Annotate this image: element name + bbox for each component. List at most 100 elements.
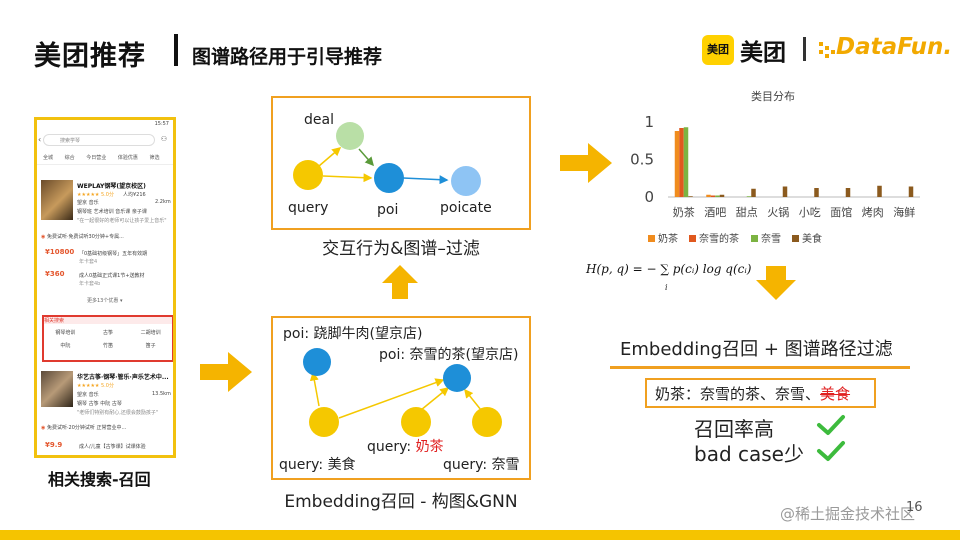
stat-recall-high: 召回率高 [694,417,774,441]
legend-label: 美食 [802,232,822,245]
poi-node-beef [303,348,331,376]
shop-rating: ★★★★★ 5.0分 [77,383,114,389]
deal-item[interactable]: ◉ 免费试听·20分钟试听 正常营业中... [41,425,127,431]
more-deals-link[interactable]: 更多13个优惠 ▾ [87,298,123,304]
chart-title: 类目分布 [751,90,795,103]
shop-area: 望京 音乐 [77,200,99,206]
shop-quote: "在一起很好的老师可以让孩子爱上音乐" [77,218,167,224]
tab-all-city[interactable]: 全城 [43,155,54,161]
y-tick-label: 1 [644,113,654,131]
query-food-label: query: 美食 [279,457,356,473]
tab-filter[interactable]: 筛选 [149,155,160,161]
deal-subtext: 年卡套4 [79,259,98,265]
related-chip[interactable]: 钢琴培训 [55,330,76,336]
status-time: 15:57 [154,121,169,127]
result-text: 奶茶：奈雪的茶、奈雪、 [655,385,821,403]
query-node-naixue [472,407,502,437]
poi-label: poi [377,202,399,218]
x-tick-label: 烤肉 [862,205,884,219]
bar [814,188,819,197]
legend-swatch [689,235,696,242]
query-label: query [288,200,329,216]
bar [782,186,788,197]
title-underline [610,366,910,369]
x-tick-label: 酒吧 [704,206,726,219]
poicate-label: poicate [440,200,492,216]
related-chip[interactable]: 竹笛 [102,343,113,349]
category-distribution-chart: 10.50奶茶酒吧甜点火锅小吃面馆烤肉海鲜奶茶奈雪的茶奈雪美食 [630,113,920,245]
x-tick-label: 面馆 [830,205,852,219]
deal-subtext: 年卡套4b [79,281,101,287]
bar [845,188,851,197]
bar [674,131,680,197]
related-chip[interactable]: 古筝 [102,330,113,336]
query-node-milk-tea [401,407,431,437]
shop-image[interactable] [41,371,73,407]
meituan-logo-text: 美团 [740,40,786,66]
datafun-logo-text: DataFun. [836,34,953,60]
arrow-right-icon [200,352,252,392]
formula-subscript: i [665,283,668,292]
graph-filter-caption: 交互行为&图谱–过滤 [322,239,480,259]
datafun-dots-icon [819,42,835,58]
legend-swatch [751,235,758,242]
legend-label: 奈雪的茶 [699,232,739,245]
query-naixue-label: query: 奈雪 [443,457,520,473]
tab-open-today[interactable]: 今日营业 [86,155,107,161]
page-title: 美团推荐 [34,41,146,72]
bar [706,194,711,197]
tab-experience[interactable]: 体验优惠 [117,155,138,161]
bar [908,186,914,197]
deal-item[interactable]: ◉ 免费试听·免费试听30分钟+专属... [41,234,124,240]
bar [688,196,693,197]
stat-bad-case-low: bad case少 [694,442,804,466]
tab-general[interactable]: 综合 [64,155,75,161]
x-tick-label: 甜点 [736,206,758,219]
deal-item[interactable]: 「0基础初级钢琴」五年有效期 [79,251,148,257]
user-icon[interactable]: ⚇ [160,135,167,143]
result-strike-text: 美食 [820,385,851,403]
bar [751,188,756,197]
title-divider [174,34,178,66]
bar [877,185,882,197]
y-tick-label: 0.5 [630,151,654,169]
shop-name[interactable]: WEPLAY钢琴(望京校区) [77,183,146,190]
x-tick-label: 奶茶 [673,205,695,219]
related-search-box: 相关搜索 钢琴培训 古筝 二胡培训 中阮 竹笛 笛子 [42,315,173,362]
shop-quote: "老师们特别有耐心,还很会鼓励孩子" [77,410,159,416]
query-node [293,160,323,190]
y-tick-label: 0 [644,188,654,206]
shop-tags: 钢琴班 艺术培训 音乐课 亲子课 [77,209,147,215]
meituan-logo: 美团 [702,35,734,65]
bar [683,127,689,197]
legend-swatch [792,235,799,242]
deal-price: ¥10800 [45,248,75,256]
poi-beef-label: poi: 跷脚牛肉(望京店) [283,326,423,342]
phone-search-input[interactable]: 搜索学琴 [43,134,155,146]
cross-entropy-formula: H(p, q) = − ∑ p(cᵢ) log q(cᵢ) [586,262,752,276]
shop-area: 望京 音乐 [77,392,99,398]
shop-image[interactable] [41,180,73,220]
page-number: 16 [906,500,923,515]
recall-result-box: 奶茶：奈雪的茶、奈雪、美食 [645,378,876,408]
shop-name[interactable]: 华艺古筝·钢琴·管乐·声乐艺术中... [77,374,169,381]
bar [746,196,752,197]
poi-naixue-label: poi: 奈雪的茶(望京店) [379,347,519,363]
deal-item[interactable]: 成人0基础正式课1节+送教材 [79,273,145,279]
arrow-up-icon [382,265,418,299]
related-chip[interactable]: 中阮 [60,343,71,349]
bar [710,195,716,197]
deal-item[interactable]: 成人/儿童【古筝课】试课体验 [79,444,146,450]
related-chip[interactable]: 二胡培训 [140,330,161,336]
legend-label: 奈雪 [761,232,781,245]
deal-price: ¥9.9 [45,441,63,449]
back-icon[interactable]: ‹ [38,135,42,144]
embedding-graph-box: poi: 跷脚牛肉(望京店) poi: 奈雪的茶(望京店) query: 奶茶 … [271,316,531,480]
deal-label: deal [304,112,334,128]
phone-status-bar: 15:57 [37,120,173,129]
poi-node-naixue [443,364,471,392]
related-chip[interactable]: 笛子 [145,343,156,349]
x-tick-label: 火锅 [767,206,789,219]
bottom-accent-bar [0,530,960,540]
deal-node [336,122,364,150]
